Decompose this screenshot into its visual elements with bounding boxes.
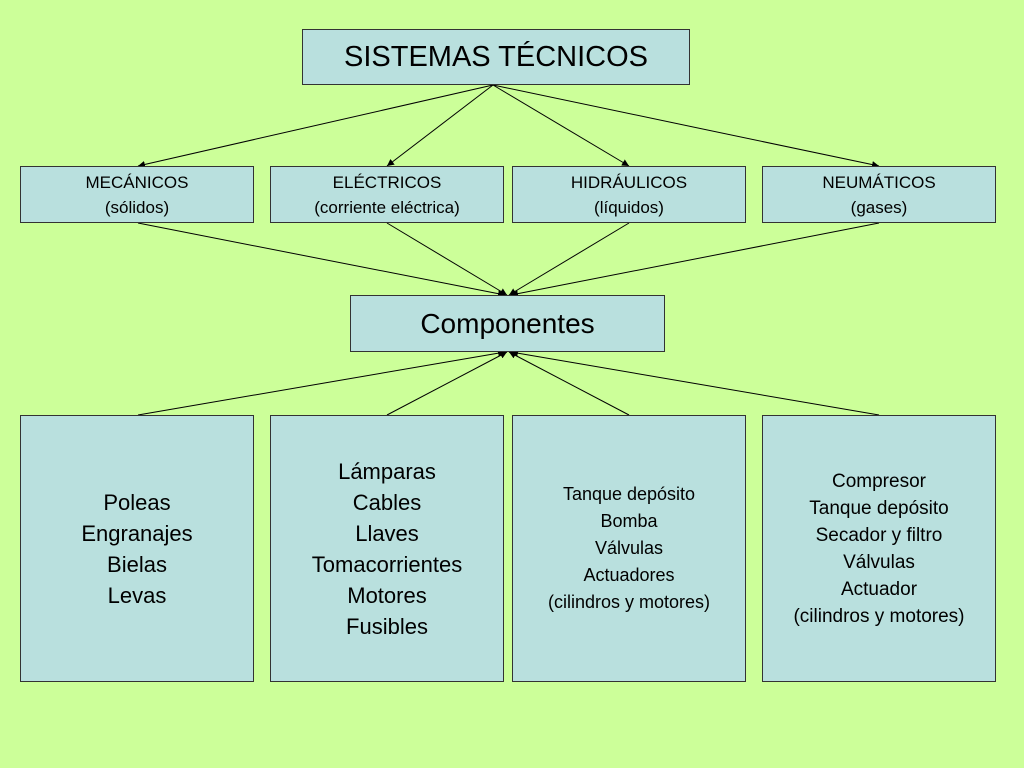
arrow-root-to-electricos (386, 84, 494, 167)
component-item: Cables (352, 489, 422, 515)
arrow-root-to-mecanicos (137, 84, 494, 168)
category-name: HIDRÁULICOS (570, 172, 688, 192)
component-item: Actuadores (583, 565, 675, 585)
component-item: Levas (107, 582, 167, 608)
component-item: Compresor (832, 470, 926, 492)
category-name: ELÉCTRICOS (332, 172, 442, 192)
category-electricos: ELÉCTRICOS (corriente eléctrica) (270, 166, 504, 223)
component-item: Bomba (600, 511, 658, 531)
component-list-mecanicos: Poleas Engranajes Bielas Levas (20, 415, 254, 682)
category-medium: (gases) (850, 197, 908, 217)
component-item: Llaves (355, 520, 419, 546)
component-list-electricos: Lámparas Cables Llaves Tomacorrientes Mo… (270, 415, 504, 682)
category-medium: (sólidos) (104, 197, 170, 217)
components-hub: Componentes (350, 295, 665, 352)
component-item: Lámparas (338, 458, 436, 484)
category-name: NEUMÁTICOS (822, 172, 936, 192)
component-item: Tanque depósito (809, 497, 949, 519)
component-item: Tanque depósito (562, 484, 696, 504)
category-name: MECÁNICOS (85, 172, 189, 192)
category-medium: (corriente eléctrica) (314, 197, 460, 217)
component-item: Fusibles (346, 613, 428, 639)
arrow-electricos-to-componentes (386, 222, 508, 296)
component-item: Válvulas (843, 551, 915, 573)
root-node: SISTEMAS TÉCNICOS (302, 29, 690, 85)
components-label: Componentes (420, 307, 595, 339)
arrow-mecanicos-to-componentes (137, 222, 506, 298)
component-item: Tomacorrientes (311, 551, 463, 577)
component-item: Engranajes (81, 520, 193, 546)
component-item: Actuador (840, 578, 918, 600)
component-item: (cilindros y motores) (793, 605, 965, 627)
root-label: SISTEMAS TÉCNICOS (343, 40, 649, 73)
arrow-neumaticos-to-componentes (510, 222, 880, 298)
arrow-hidraulicos-to-componentes (508, 222, 630, 296)
component-item: (cilindros y motores) (547, 592, 711, 612)
component-item: Válvulas (594, 538, 664, 558)
component-list-hidraulicos: Tanque depósito Bomba Válvulas Actuadore… (512, 415, 746, 682)
component-item: Secador y filtro (815, 524, 943, 546)
component-item: Poleas (103, 489, 171, 515)
component-item: Motores (347, 582, 427, 608)
arrow-list-electricos-to-componentes (386, 351, 508, 416)
arrow-list-neumaticos-to-componentes (510, 349, 880, 416)
arrow-list-hidraulicos-to-componentes (508, 351, 630, 416)
category-mecanicos: MECÁNICOS (sólidos) (20, 166, 254, 223)
category-neumaticos: NEUMÁTICOS (gases) (762, 166, 996, 223)
category-hidraulicos: HIDRÁULICOS (líquidos) (512, 166, 746, 223)
arrow-root-to-neumaticos (492, 84, 880, 168)
category-medium: (líquidos) (594, 197, 664, 217)
component-list-neumaticos: Compresor Tanque depósito Secador y filt… (762, 415, 996, 682)
component-item: Bielas (107, 551, 167, 577)
arrow-root-to-hidraulicos (492, 84, 630, 167)
arrow-list-mecanicos-to-componentes (137, 349, 506, 416)
